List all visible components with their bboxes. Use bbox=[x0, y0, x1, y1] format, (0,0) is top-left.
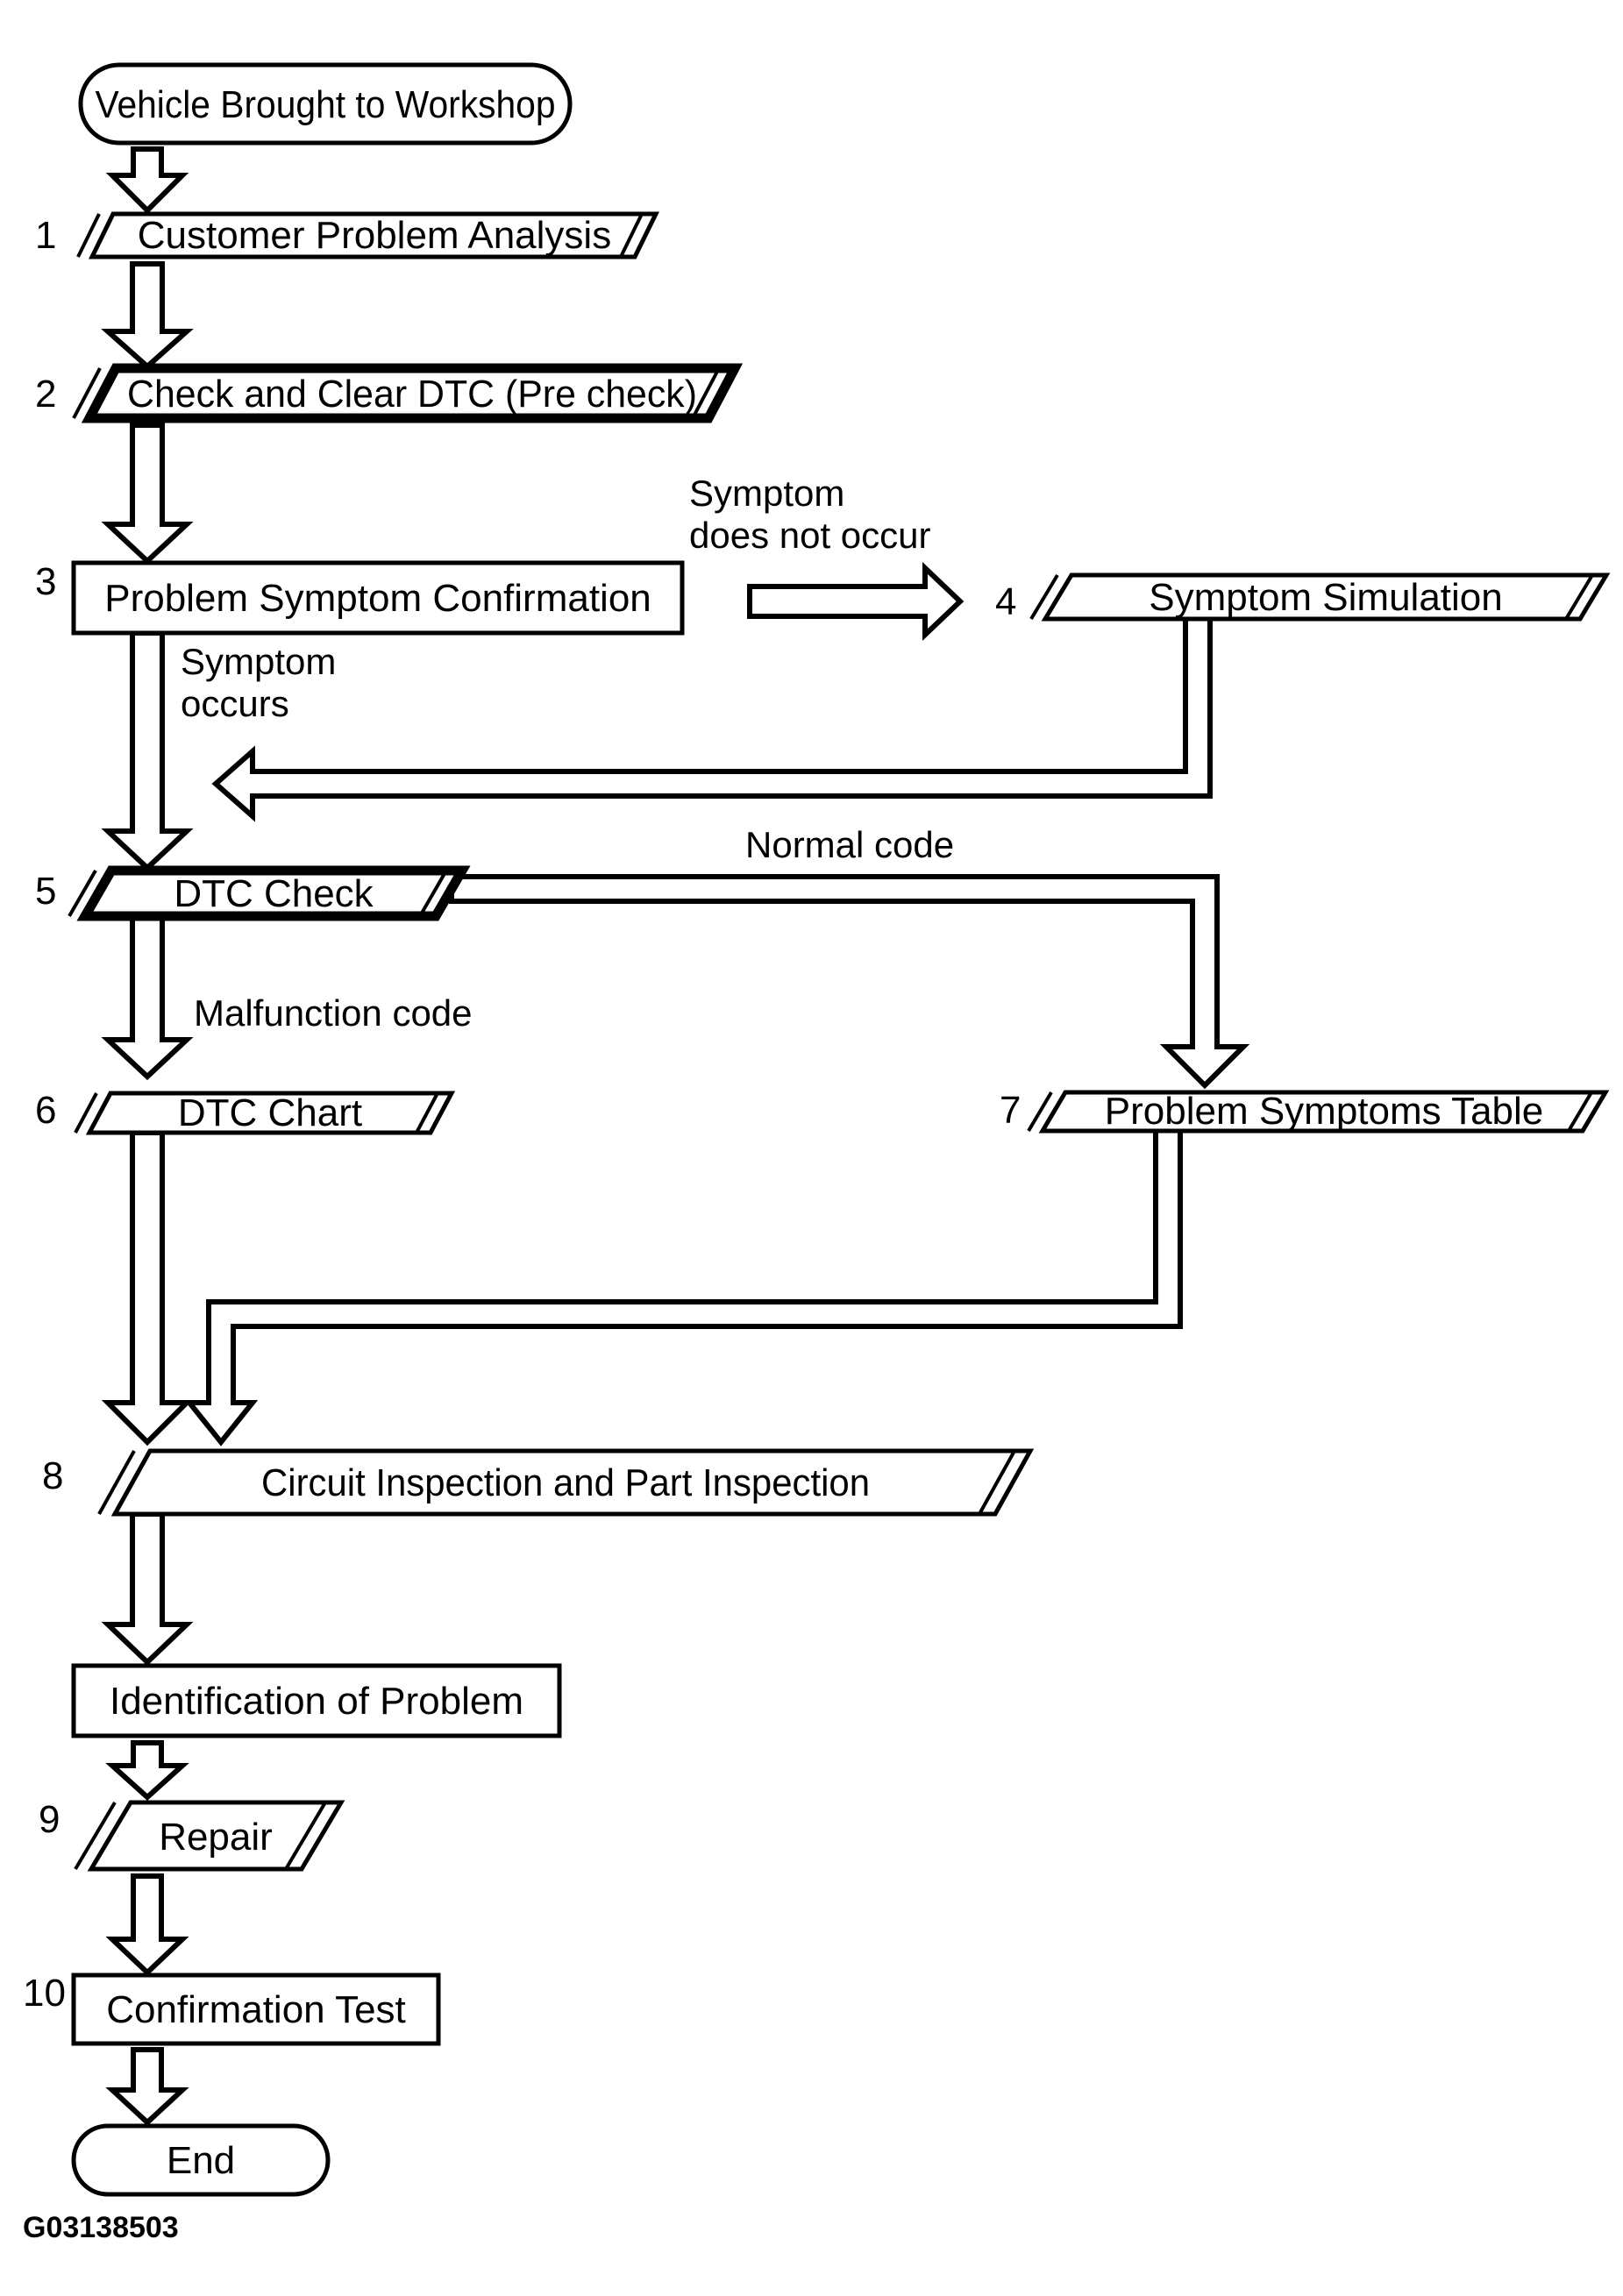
arrow-10-to-end bbox=[105, 2047, 189, 2127]
node-identification-of-problem: Identification of Problem bbox=[71, 1663, 562, 1738]
arrow-2-to-3 bbox=[101, 423, 194, 565]
arrow-start-to-1 bbox=[105, 146, 189, 215]
edge-label-line2: does not occur bbox=[689, 515, 931, 556]
edge-label-malfunction-code: Malfunction code bbox=[194, 992, 473, 1034]
process-rect-shape bbox=[71, 1663, 562, 1738]
edge-label-line2: occurs bbox=[181, 683, 289, 724]
double-slash-right bbox=[1567, 1091, 1593, 1133]
node-label: Circuit Inspection and Part Inspection bbox=[261, 1461, 870, 1504]
arrow-identification-to-9 bbox=[105, 1740, 189, 1802]
node-label: Problem Symptoms Table bbox=[1105, 1090, 1544, 1133]
arrow-5-to-6-malfunction-code bbox=[101, 913, 194, 1081]
connector-4-return-to-main-flow bbox=[211, 615, 1213, 822]
node-2-check-and-clear-dtc: 2 Check and Clear DTC (Pre check) bbox=[35, 363, 744, 423]
parallelogram-shape bbox=[88, 211, 660, 259]
step-number: 6 bbox=[35, 1089, 56, 1132]
node-9-repair: 9 Repair bbox=[39, 1798, 345, 1872]
parallelogram-shape bbox=[85, 1091, 456, 1135]
double-slash-right bbox=[284, 1801, 327, 1871]
parallelogram-shape bbox=[87, 1800, 345, 1872]
node-8-circuit-inspection: 8 Circuit Inspection and Part Inspection bbox=[42, 1448, 1035, 1517]
node-label: Check and Clear DTC (Pre check) bbox=[127, 373, 697, 416]
step-number: 4 bbox=[995, 580, 1016, 623]
figure-caption: G03138503 bbox=[23, 2211, 179, 2244]
edge-label-symptom-occurs: Symptom occurs bbox=[181, 641, 336, 724]
node-1-customer-problem-analysis: 1 Customer Problem Analysis bbox=[35, 211, 660, 259]
node-start-label: Vehicle Brought to Workshop bbox=[96, 83, 556, 126]
edge-label-normal-code: Normal code bbox=[745, 824, 954, 865]
double-slash-right bbox=[415, 1092, 439, 1134]
step-number: 5 bbox=[35, 870, 56, 913]
node-label: Problem Symptom Confirmation bbox=[104, 577, 651, 620]
parallelogram-shape bbox=[1041, 572, 1611, 622]
terminator-shape bbox=[78, 62, 573, 146]
double-slash-right bbox=[691, 367, 721, 419]
connector-7-to-8 bbox=[183, 1127, 1183, 1447]
step-number: 1 bbox=[35, 214, 56, 257]
step-number: 7 bbox=[1000, 1089, 1021, 1132]
terminator-shape bbox=[71, 2123, 331, 2197]
edge-label-symptom-does-not-occur: Symptom does not occur bbox=[689, 473, 931, 556]
arrow-9-to-10 bbox=[105, 1873, 189, 1977]
double-slash-left bbox=[74, 1092, 98, 1134]
node-6-dtc-chart: 6 DTC Chart bbox=[35, 1089, 456, 1135]
parallelogram-shape-bold bbox=[76, 865, 471, 921]
node-end-label: End bbox=[167, 2139, 235, 2182]
double-slash-left bbox=[68, 870, 97, 917]
step-number: 10 bbox=[23, 1972, 66, 2015]
arrow-6-to-8 bbox=[101, 1130, 194, 1447]
node-4-symptom-simulation: 4 Symptom Simulation bbox=[995, 572, 1611, 623]
parallelogram-shape-bold bbox=[81, 363, 744, 423]
node-label: Confirmation Test bbox=[106, 1988, 406, 2031]
node-start-terminator: Vehicle Brought to Workshop bbox=[78, 62, 573, 146]
arrow-3-to-5-symptom-occurs bbox=[101, 630, 194, 872]
node-label: Customer Problem Analysis bbox=[138, 214, 611, 257]
node-3-problem-symptom-confirmation: 3 Problem Symptom Confirmation bbox=[35, 560, 685, 636]
step-number: 8 bbox=[42, 1454, 63, 1497]
node-label: DTC Check bbox=[174, 872, 374, 915]
parallelogram-shape bbox=[1038, 1090, 1610, 1134]
node-label: Repair bbox=[159, 1816, 273, 1859]
node-7-problem-symptoms-table: 7 Problem Symptoms Table bbox=[1000, 1089, 1610, 1134]
node-10-confirmation-test: 10 Confirmation Test bbox=[23, 1972, 441, 2046]
arrow-3-to-4-symptom-does-not-occur bbox=[747, 562, 965, 641]
connector-5-to-7-normal-code bbox=[449, 874, 1250, 1090]
double-slash-left bbox=[97, 1450, 136, 1515]
step-number: 3 bbox=[35, 560, 56, 603]
process-rect-shape bbox=[71, 1973, 441, 2046]
double-slash-right bbox=[978, 1450, 1016, 1515]
double-slash-left bbox=[74, 1801, 117, 1871]
step-number: 9 bbox=[39, 1798, 60, 1841]
parallelogram-shape bbox=[110, 1448, 1035, 1517]
double-slash-right bbox=[418, 870, 448, 917]
double-slash-left bbox=[1027, 1091, 1053, 1133]
node-5-dtc-check: 5 DTC Check bbox=[35, 865, 471, 921]
step-number: 2 bbox=[35, 373, 56, 416]
double-slash-left bbox=[72, 367, 102, 419]
arrow-8-to-identification bbox=[101, 1511, 194, 1667]
node-label: DTC Chart bbox=[178, 1091, 362, 1134]
process-rect-shape bbox=[71, 560, 685, 636]
edge-label-line1: Symptom bbox=[689, 473, 844, 514]
node-label: Symptom Simulation bbox=[1149, 576, 1502, 619]
node-end-terminator: End bbox=[71, 2123, 331, 2197]
arrow-1-to-2 bbox=[101, 261, 194, 371]
double-slash-right bbox=[619, 213, 644, 258]
node-label: Identification of Problem bbox=[110, 1680, 523, 1723]
double-slash-left bbox=[1029, 573, 1059, 621]
edge-label-line1: Symptom bbox=[181, 641, 336, 682]
double-slash-left bbox=[76, 213, 101, 258]
double-slash-right bbox=[1564, 573, 1594, 621]
